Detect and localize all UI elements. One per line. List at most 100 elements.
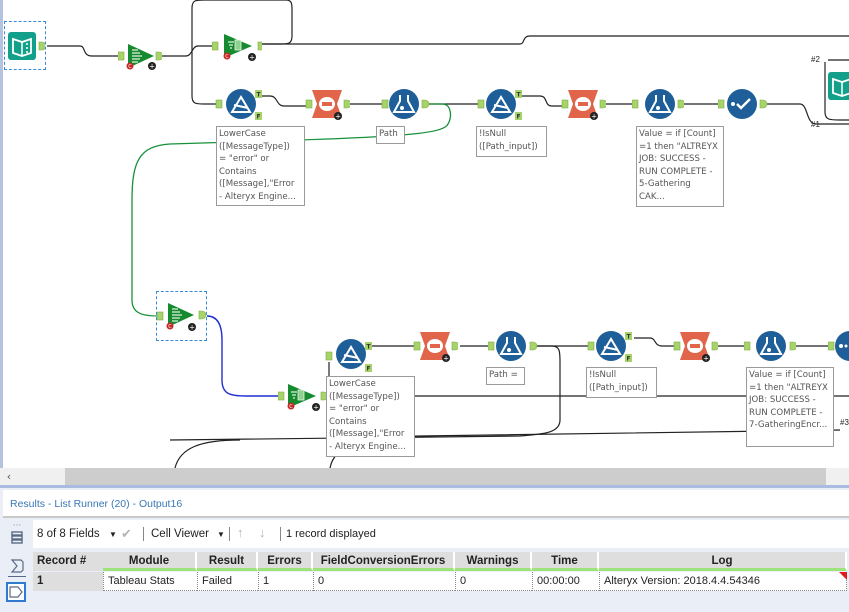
filter-tool[interactable]: T F [324,338,374,374]
filter-tool[interactable]: T F [586,330,636,366]
toolbar-divider [143,527,144,541]
more-options-icon[interactable]: ··· [12,521,22,531]
results-toolbar: 8 of 8 Fields ▼ ✔ Cell Viewer ▼ ↑ ↓ 1 re… [33,520,849,548]
column-header-result[interactable]: Result [197,552,258,571]
formula-tool[interactable] [632,88,684,122]
wire [191,52,216,105]
horizontal-scrollbar[interactable]: ‹ [0,468,849,485]
column-header-time[interactable]: Time [532,552,599,571]
input-tool-selected[interactable] [4,21,47,70]
results-title: Results - List Runner (20) - Output16 [10,498,183,510]
arrow-up-icon[interactable]: ↑ [237,525,244,540]
column-header-errors[interactable]: Errors [258,552,313,571]
cell-warnings[interactable]: 0 [455,572,532,591]
formula-annotation: Path [376,126,405,144]
connection-label: #2 [811,55,820,64]
cell-errors[interactable]: 1 [258,572,313,591]
svg-text:F: F [516,114,520,121]
scroll-left-arrow-icon[interactable]: ‹ [6,470,12,483]
svg-text:C: C [289,404,293,410]
wire [824,62,849,121]
chevron-down-icon[interactable]: ▼ [109,530,117,539]
cell-fieldconversionerrors[interactable]: 0 [313,572,455,591]
svg-text:C: C [128,64,132,70]
tag-output-icon[interactable] [6,582,26,602]
filter-annotation: !IsNull ([Path_input]) [586,367,657,398]
summary-sigma-icon[interactable] [9,558,25,574]
svg-text:T: T [626,334,631,341]
canvas-left-rail [0,0,3,468]
arrow-down-icon[interactable]: ↓ [259,525,266,540]
filter-annotation: LowerCase ([MessageType]) = "error" or C… [216,126,305,206]
workflow-canvas[interactable]: C + C + T F + T [0,0,849,468]
side-divider [8,576,26,577]
cell-time[interactable]: 00:00:00 [532,572,599,591]
svg-text:+: + [249,54,255,62]
column-header-fieldconversionerrors[interactable]: FieldConversionErrors [313,552,455,571]
book-icon [8,32,47,60]
svg-text:+: + [189,324,195,332]
row-header[interactable]: 1 [33,572,103,591]
connection-label: #3 [840,418,849,427]
output-tool[interactable] [826,68,849,108]
formula-tool[interactable] [744,330,796,364]
svg-text:+: + [313,404,319,412]
wire [47,45,122,57]
svg-text:C: C [225,54,229,60]
svg-text:+: + [443,355,449,363]
formula-annotation: Value = if [Count] =1 then "ALTREYX JOB:… [636,126,724,207]
column-header-module[interactable]: Module [103,552,197,571]
wire [160,45,215,57]
formula-tool[interactable] [380,88,430,122]
chevron-down-icon[interactable]: ▼ [217,530,225,539]
filter-tool[interactable]: T F [214,88,264,124]
svg-text:+: + [591,113,597,121]
svg-text:F: F [626,356,630,363]
formula-annotation: Path = [486,367,525,385]
checkmark-icon[interactable]: ✔ [121,526,132,541]
scrollbar-thumb[interactable] [65,468,826,485]
svg-text:F: F [256,114,260,121]
sample-tool[interactable]: + [560,88,606,122]
select-tool[interactable] [828,330,849,364]
sample-tool[interactable]: + [672,330,718,364]
sample-tool[interactable]: + [304,88,350,122]
svg-text:T: T [366,344,371,351]
test-tool[interactable]: C + [212,30,262,64]
cell-log[interactable]: Alteryx Version: 2018.4.4.54346 [599,572,847,591]
record-count-status: 1 record displayed [286,528,376,540]
fields-dropdown[interactable]: 8 of 8 Fields [37,528,100,540]
message-tool[interactable]: C + [118,40,162,74]
table-view-icon[interactable] [9,530,25,546]
svg-text:F: F [366,366,370,373]
svg-text:+: + [703,355,709,363]
results-side-toolbar: ··· [0,518,33,612]
results-titlebar: Results - List Runner (20) - Output16 [3,490,849,518]
formula-tool[interactable] [488,330,540,364]
message-tool-selected[interactable]: C + [156,291,207,341]
toolbar-divider [229,527,230,541]
wire [764,103,849,125]
wire [191,0,293,52]
sample-tool[interactable]: + [412,330,458,364]
filter-annotation: !IsNull ([Path_input]) [476,126,547,157]
wire [262,35,849,45]
test-tool[interactable]: C + [278,380,328,414]
column-header-warnings[interactable]: Warnings [455,552,532,571]
filter-tool[interactable]: T F [476,88,526,124]
cell-result[interactable]: Failed [197,572,258,591]
column-header-log[interactable]: Log [599,552,847,571]
svg-text:+: + [335,113,341,121]
wire [521,95,564,107]
cell-viewer-dropdown[interactable]: Cell Viewer [151,528,209,540]
cell-module[interactable]: Tableau Stats [103,572,197,591]
wire-blue [206,315,280,397]
column-header-record[interactable]: Record # [33,552,103,571]
filter-annotation: LowerCase ([MessageType]) = "error" or C… [326,376,415,457]
wire [634,337,676,347]
select-tool[interactable] [718,88,768,122]
pane-splitter[interactable] [0,485,849,488]
wire [259,95,306,107]
truncated-cell-indicator-icon [839,572,847,580]
wire [174,439,241,468]
